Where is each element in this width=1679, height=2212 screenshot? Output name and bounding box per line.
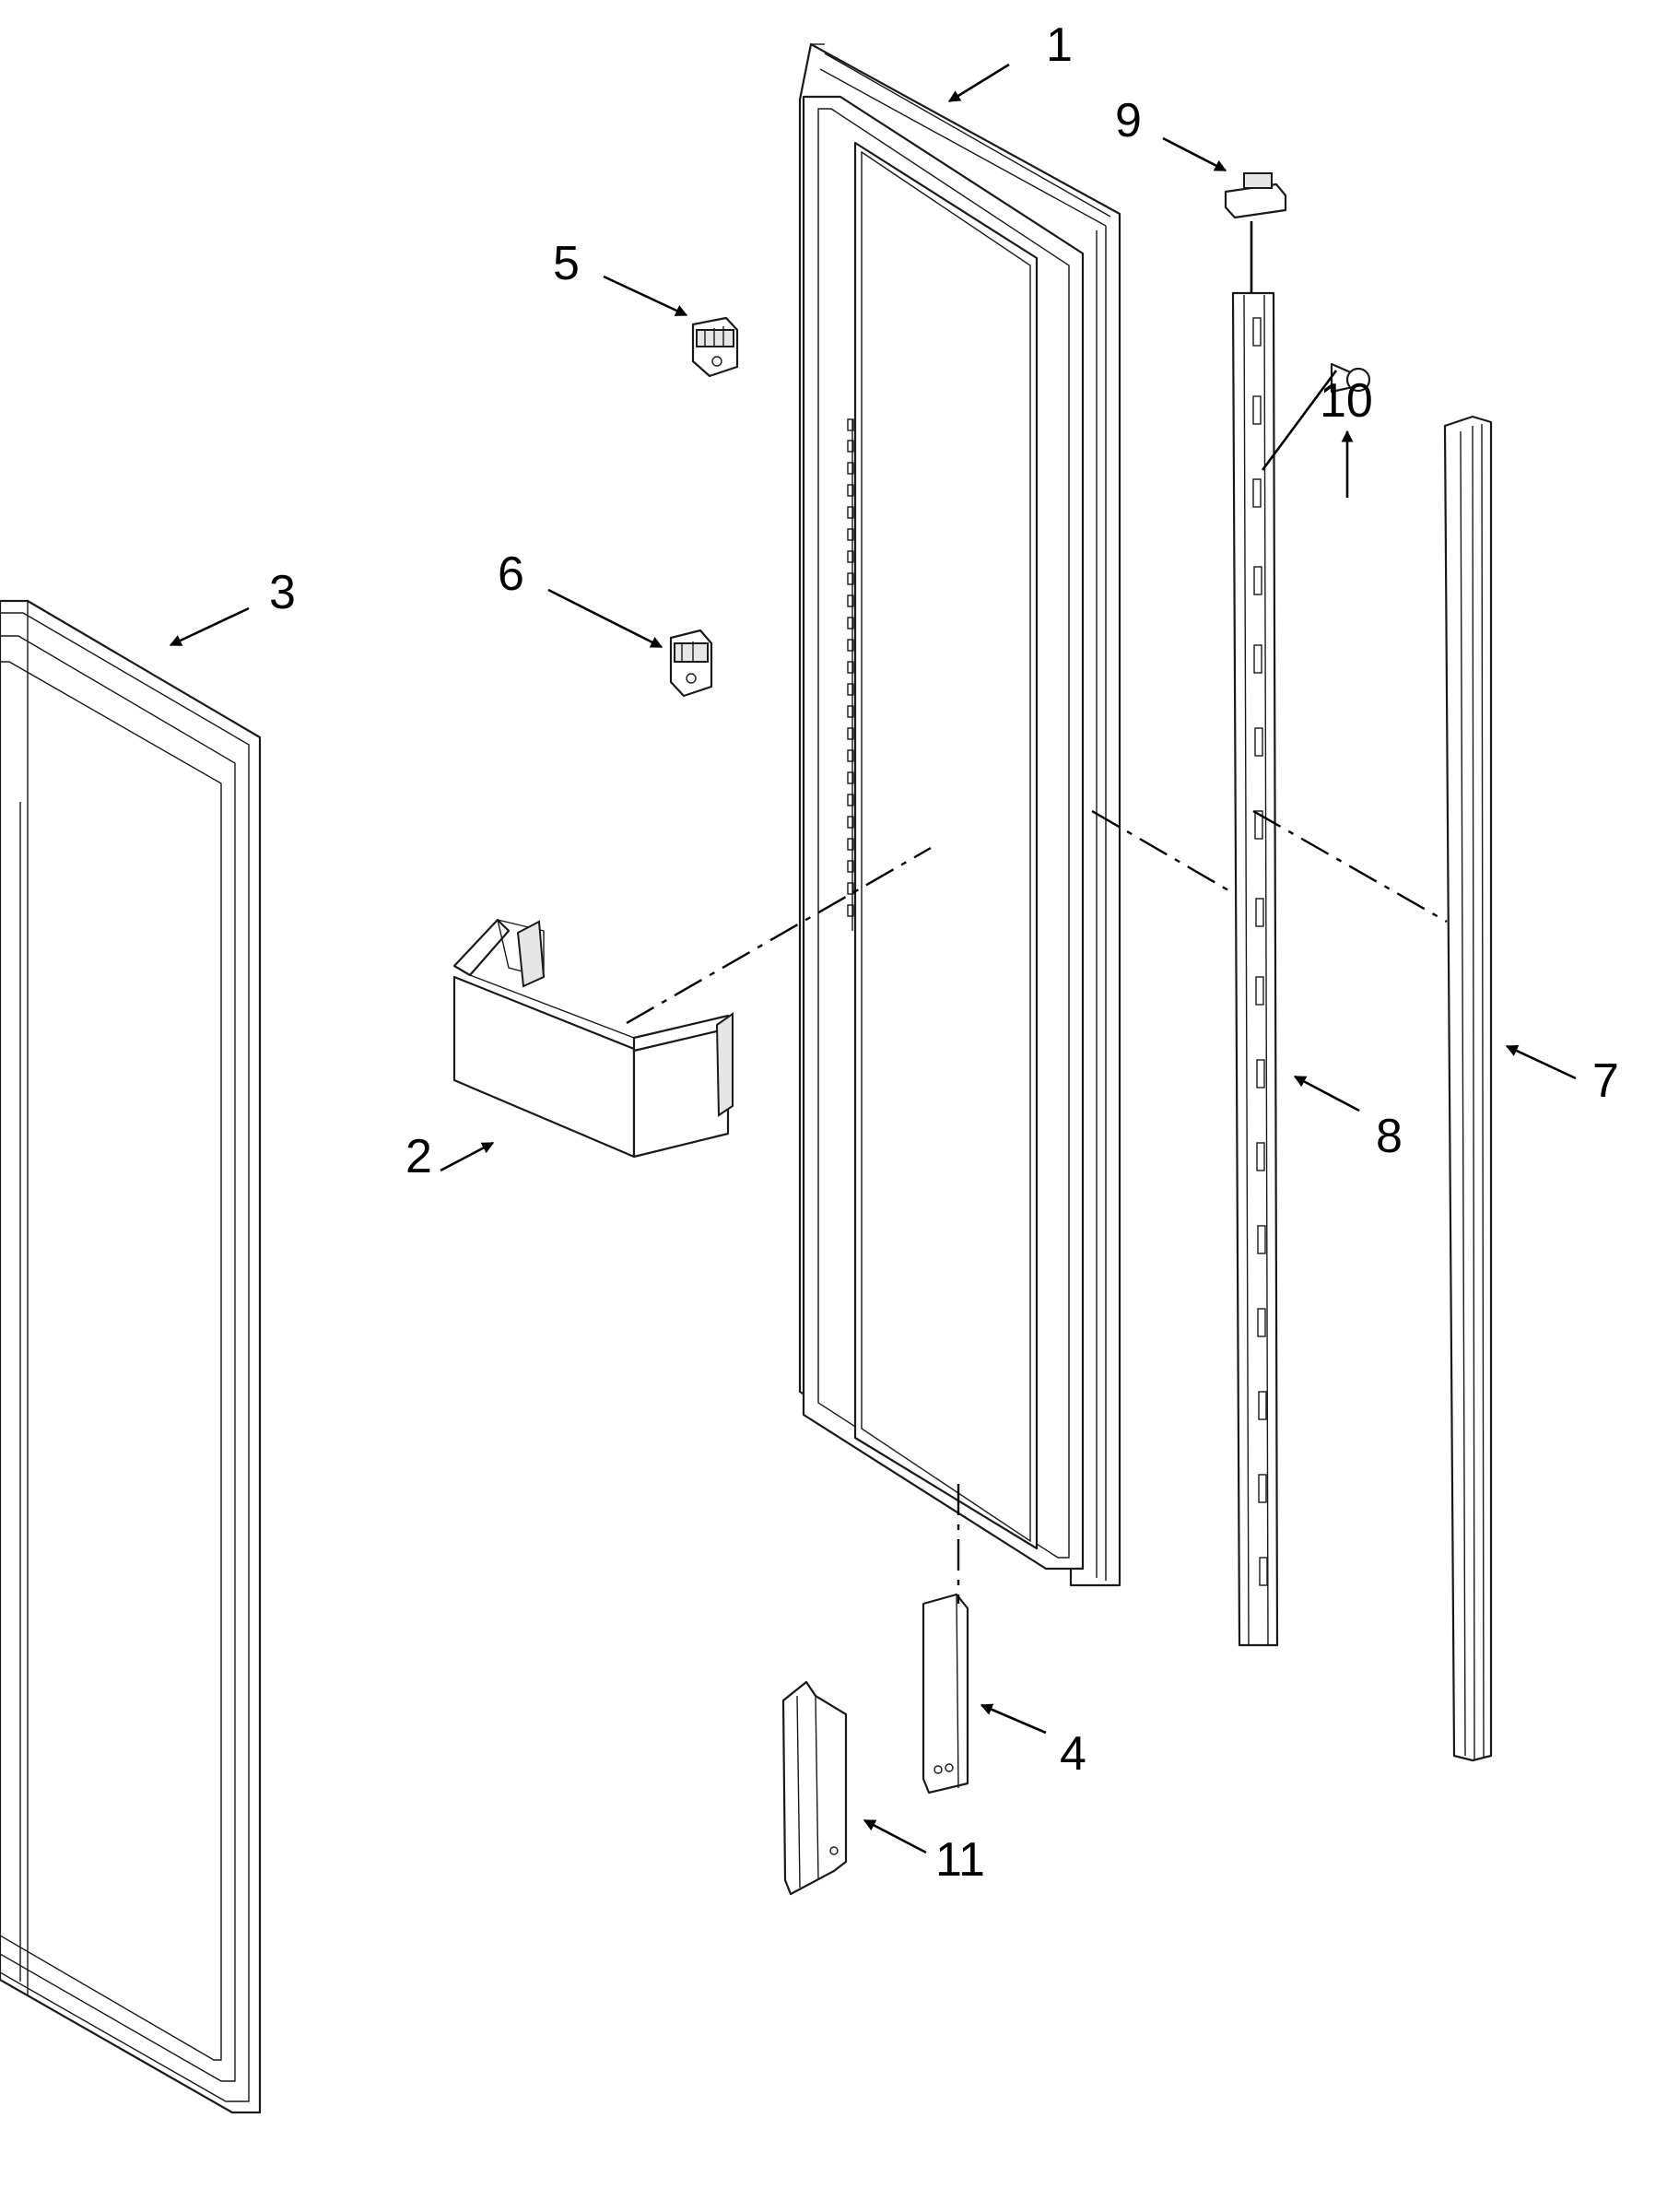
callout-10: 10 (1320, 374, 1373, 428)
callout-2: 2 (405, 1130, 432, 1183)
door-panel-icon (0, 599, 262, 2114)
callout-9: 9 (1115, 94, 1142, 147)
trim-channel-icon (1443, 415, 1493, 1762)
door-bin-icon (452, 918, 734, 1159)
callout-4: 4 (1060, 1727, 1086, 1781)
arrow-2 (440, 1141, 495, 1172)
corner-trim-icon (781, 1680, 848, 1896)
callout-8: 8 (1376, 1110, 1403, 1163)
leader-arrows (169, 63, 1577, 1854)
hinge-cam-icon (669, 629, 713, 698)
arrow-4 (980, 1703, 1047, 1735)
callout-11: 11 (935, 1833, 985, 1887)
arrow-7 (1505, 1044, 1577, 1080)
arrow-3 (169, 606, 250, 647)
callout-labels: 1 2 3 4 5 6 7 8 9 10 11 (269, 18, 1619, 1887)
door-gasket-frame-icon (798, 42, 1121, 1587)
rail-cap-icon (1224, 172, 1287, 219)
bottom-bracket-icon (922, 1593, 969, 1794)
callout-6: 6 (498, 547, 524, 601)
arrow-5 (603, 275, 688, 317)
arrow-9 (1162, 136, 1227, 172)
arrow-1 (947, 63, 1010, 103)
callout-3: 3 (269, 566, 296, 619)
arrow-6 (547, 588, 663, 649)
shelf-rail-icon (1231, 291, 1279, 1647)
callout-7: 7 (1592, 1054, 1619, 1108)
callout-5: 5 (553, 237, 580, 290)
callout-1: 1 (1046, 18, 1073, 72)
arrow-11 (863, 1818, 927, 1854)
arrow-8 (1293, 1075, 1360, 1112)
screw-icon (1330, 362, 1371, 394)
assembly-lines (626, 221, 1448, 1604)
hinge-cam-icon (691, 316, 739, 378)
